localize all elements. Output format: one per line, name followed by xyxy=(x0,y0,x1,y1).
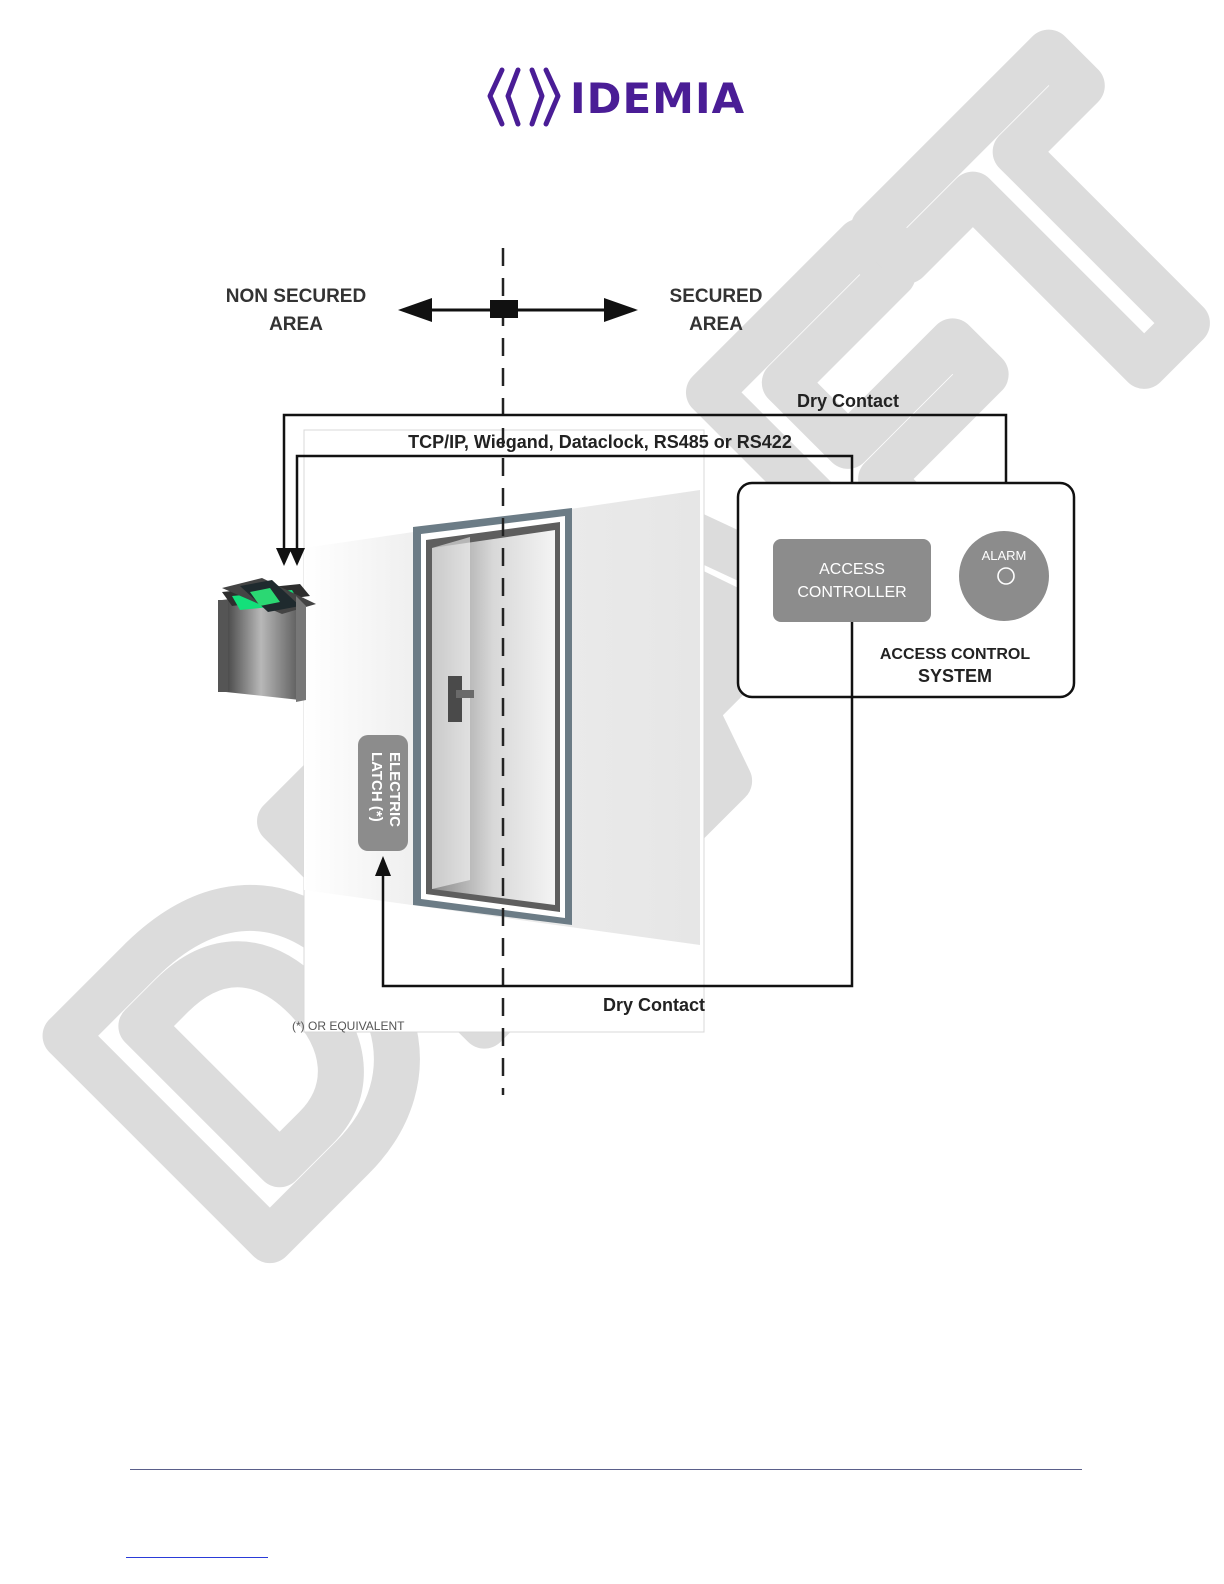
area-double-arrow xyxy=(398,298,638,322)
electric-latch-line-2: LATCH (*) xyxy=(368,752,385,822)
footnote: (*) OR EQUIVALENT xyxy=(292,1019,405,1033)
electric-latch-line-1: ELECTRIC xyxy=(386,752,403,827)
secured-area-line-2: AREA xyxy=(689,314,743,335)
access-controller-line-2: CONTROLLER xyxy=(797,584,906,601)
secured-area-line-1: SECURED xyxy=(670,286,763,307)
non-secured-area-line-1: NON SECURED xyxy=(226,286,366,307)
door-handle xyxy=(448,676,462,722)
dry-contact-top-label: Dry Contact xyxy=(797,391,899,411)
footer-rule xyxy=(130,1469,1082,1470)
access-controller-line-1: ACCESS xyxy=(819,561,885,578)
access-control-system-line-1: ACCESS CONTROL xyxy=(880,646,1030,663)
footer-link-underline[interactable] xyxy=(126,1557,268,1558)
alarm-label: ALARM xyxy=(982,548,1027,563)
access-control-system-line-2: SYSTEM xyxy=(918,666,992,686)
alarm-circle xyxy=(959,531,1049,621)
dry-contact-bottom-label: Dry Contact xyxy=(603,995,705,1015)
access-controller-box xyxy=(773,539,931,622)
protocol-label: TCP/IP, Wiegand, Dataclock, RS485 or RS4… xyxy=(408,432,792,452)
non-secured-area-line-2: AREA xyxy=(269,314,323,335)
biometric-terminal xyxy=(218,578,316,702)
